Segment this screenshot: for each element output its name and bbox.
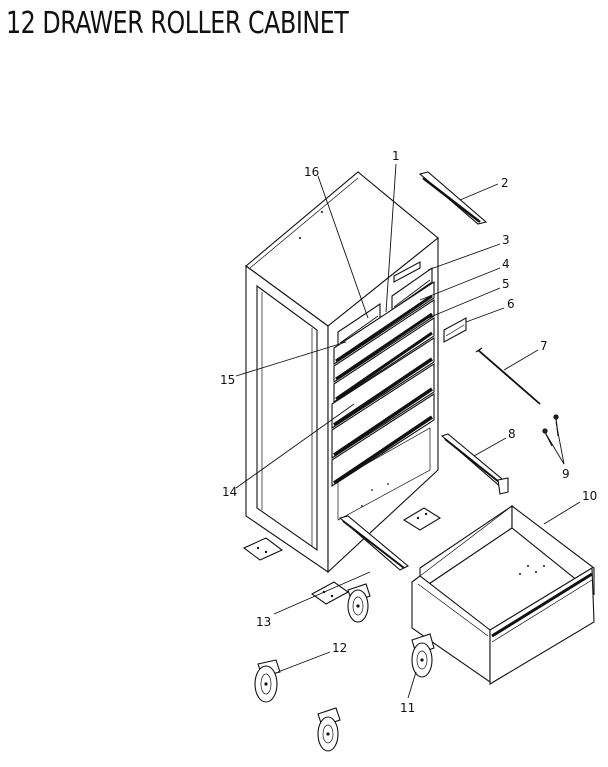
callout-9: 9	[562, 467, 570, 481]
drawer-slide-left	[338, 515, 409, 571]
removed-drawer	[411, 504, 595, 685]
callout-11: 11	[400, 701, 415, 715]
drawer-stack	[331, 261, 435, 488]
callout-13: 13	[256, 615, 271, 629]
callout-6: 6	[507, 297, 515, 311]
callout-5: 5	[502, 277, 510, 291]
bracket-part	[443, 317, 467, 343]
callout-3: 3	[502, 233, 510, 247]
caster-wheel-extra	[317, 707, 341, 752]
callout-4: 4	[502, 257, 510, 271]
callout-15: 15	[220, 373, 235, 387]
drawer-slide-right	[440, 433, 509, 495]
page-title: 12 DRAWER ROLLER CABINET	[6, 6, 349, 41]
callout-10: 10	[582, 489, 597, 503]
rod-part	[475, 347, 541, 405]
callout-14: 14	[222, 485, 237, 499]
callout-2: 2	[501, 176, 509, 190]
callout-labels: 1 2 3 4 5 6 7 8 9 10 11 12 13 14 15 16	[220, 149, 597, 715]
callout-7: 7	[540, 339, 548, 353]
caster-wheel-12	[254, 659, 281, 703]
callout-12: 12	[332, 641, 347, 655]
caster-wheel-13	[347, 583, 371, 623]
top-drawer-row	[337, 261, 433, 348]
callout-1: 1	[392, 149, 400, 163]
middle-drawers	[331, 336, 435, 460]
callout-16: 16	[304, 165, 319, 179]
callout-8: 8	[508, 427, 516, 441]
upper-drawers	[333, 280, 435, 404]
lower-drawer	[331, 392, 435, 488]
caster-plates	[242, 507, 442, 605]
handle-rail-part	[418, 171, 488, 225]
leader-lines	[235, 163, 581, 699]
caster-wheel-11	[411, 633, 435, 678]
